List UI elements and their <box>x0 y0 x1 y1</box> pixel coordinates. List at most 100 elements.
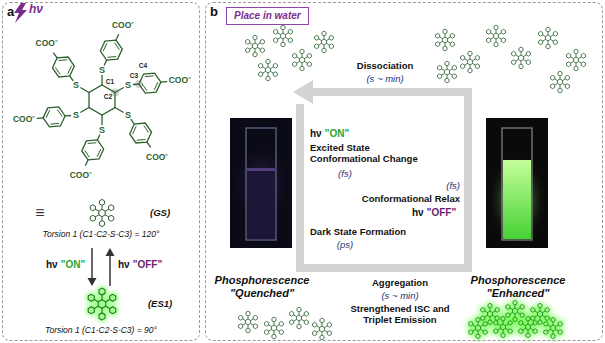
ring-shape <box>99 209 105 216</box>
switch-arrow <box>109 255 111 286</box>
ring-shape <box>296 315 301 321</box>
bond-line <box>101 115 102 125</box>
ring-shape <box>246 39 250 44</box>
ring-shape <box>538 303 542 308</box>
bond-line <box>51 123 59 125</box>
ring-shape <box>321 39 326 45</box>
ring-shape <box>100 40 122 60</box>
ring-shape <box>279 330 283 335</box>
ring-shape <box>526 60 530 65</box>
bond-line <box>68 66 71 73</box>
bond-line <box>81 108 89 113</box>
timescale-label: (fs) <box>446 180 460 191</box>
sulfur-label: S <box>73 80 79 91</box>
ring-shape <box>508 329 512 334</box>
ring-shape <box>88 307 94 314</box>
bond-line <box>101 308 102 313</box>
ring-shape <box>313 331 317 336</box>
ring-shape <box>265 321 269 326</box>
bond-line <box>103 44 106 51</box>
bond-line <box>133 127 136 134</box>
ring-shape <box>99 221 104 227</box>
ring-shape <box>279 321 283 326</box>
timescale-label: (s ~ min) <box>366 73 403 84</box>
carboxylate-label: COO⁻ <box>70 170 92 180</box>
ring-shape <box>260 39 264 44</box>
ring-shape <box>544 330 548 335</box>
ring-shape <box>494 329 498 334</box>
ring-shape <box>501 324 506 330</box>
bond-line <box>59 59 67 61</box>
sulfur-label: S <box>73 110 79 121</box>
ring-shape <box>288 29 292 34</box>
ring-shape <box>273 72 277 77</box>
ring-shape <box>469 330 473 335</box>
ring-shape <box>512 60 516 65</box>
condition-box: Place in water <box>226 7 309 25</box>
ring-shape <box>109 205 114 211</box>
ring-shape <box>443 46 447 51</box>
ring-shape <box>573 57 578 63</box>
ring-shape <box>558 330 562 335</box>
ring-shape <box>304 311 308 316</box>
ring-shape <box>518 55 523 61</box>
bond-line <box>57 110 62 116</box>
ring-shape <box>513 308 518 314</box>
sulfur-label: S <box>99 65 105 76</box>
ring-shape <box>266 76 270 81</box>
cycle-loop <box>300 92 468 268</box>
bond-line <box>106 300 110 302</box>
ring-shape <box>526 333 530 338</box>
bond-line <box>102 205 103 209</box>
photo-glow <box>487 154 547 246</box>
ring-shape <box>551 325 556 331</box>
ring-shape <box>512 51 516 56</box>
ring-shape <box>469 330 473 335</box>
ring-shape <box>272 317 276 322</box>
bond-line <box>104 60 106 65</box>
ring-shape <box>545 316 549 321</box>
bond-line <box>144 126 149 132</box>
ring-shape <box>483 330 487 335</box>
torsion-label: Torsion 1 (C1-C2-S-C3) = 90° <box>45 325 157 335</box>
ring-shape <box>259 72 263 77</box>
equivalence-sign: ≡ <box>35 203 44 222</box>
photon-label: hν <box>46 259 58 271</box>
ring-shape <box>546 44 550 49</box>
ring-shape <box>438 74 442 79</box>
aggregate-glow <box>453 302 577 342</box>
ring-shape <box>526 316 530 321</box>
ring-shape <box>483 330 487 335</box>
ring-shape <box>545 308 549 313</box>
ground-state-icon <box>90 199 114 226</box>
ring-shape <box>544 322 548 327</box>
state-caption: Phosphorescence "Enhanced" <box>463 274 573 300</box>
ring-shape <box>538 303 542 308</box>
ring-shape <box>452 65 456 70</box>
ring-shape <box>329 35 333 40</box>
ring-shape <box>110 307 116 314</box>
carboxylate-label: COO⁻ <box>169 75 191 85</box>
ring-shape <box>88 294 94 301</box>
ring-shape <box>322 48 326 53</box>
ring-shape <box>519 47 523 52</box>
aggregate-molecules <box>469 300 562 338</box>
bond-line <box>97 135 99 140</box>
ring-shape <box>476 334 480 339</box>
ring-shape <box>260 48 264 53</box>
ring-shape <box>494 321 498 326</box>
ring-shape <box>574 66 578 71</box>
ring-shape <box>519 329 523 334</box>
ring-shape <box>253 315 257 320</box>
ring-shape <box>495 308 499 313</box>
process-label: Conformational Relax <box>362 193 460 204</box>
ring-shape <box>89 85 115 115</box>
ring-shape <box>307 62 311 67</box>
ring-shape <box>290 320 294 325</box>
ring-shape <box>274 29 278 34</box>
ring-shape <box>266 59 270 64</box>
ring-shape <box>476 325 481 331</box>
bond-line <box>46 110 49 117</box>
ring-shape <box>481 308 485 313</box>
ring-shape <box>88 307 94 314</box>
